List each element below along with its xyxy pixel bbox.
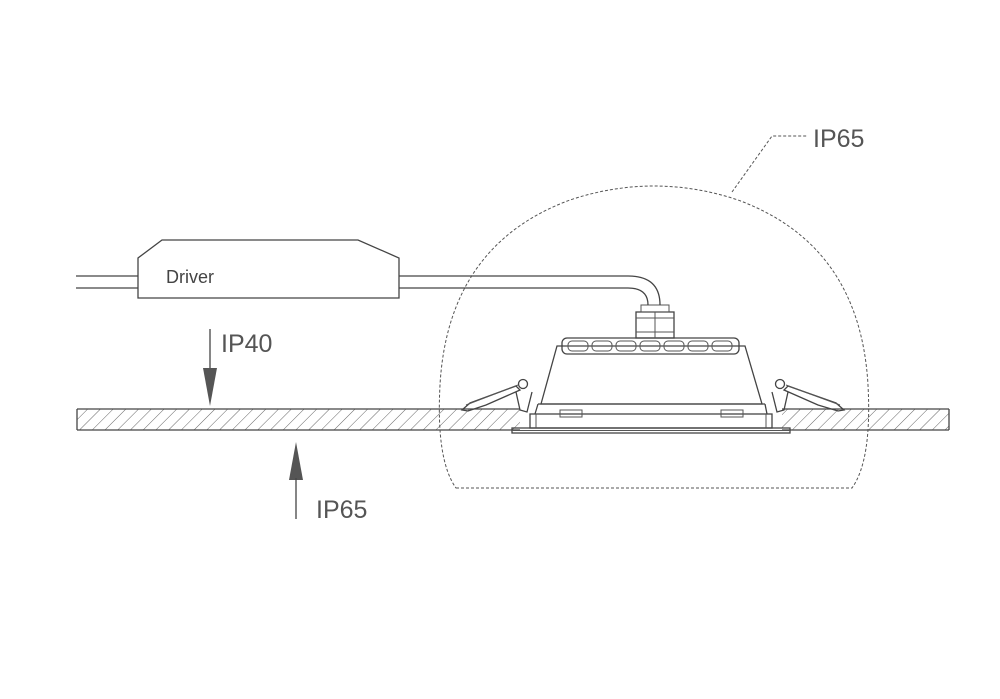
above-ceiling-ip-rating-label: IP40 [221,330,272,358]
driver-output-cable [399,275,661,306]
arrow-down-icon [203,329,217,406]
driver-box [137,239,400,299]
ip65-enclosure-outline [438,185,870,489]
spring-clip-left [460,378,533,413]
below-ceiling-ip-rating-label: IP65 [316,496,367,524]
driver-input-cable [76,275,138,289]
ceiling-cutout [520,404,782,436]
ceiling-board [76,408,950,431]
enclosure-ip-rating-label: IP65 [813,125,864,153]
cable-gland [635,304,675,339]
driver-label: Driver [166,267,214,287]
cooling-fins [567,340,733,352]
ip65-leader-line [731,135,808,193]
arrow-up-icon [289,442,303,519]
downlight-fixture [460,304,846,434]
spring-clip-right [771,378,846,413]
